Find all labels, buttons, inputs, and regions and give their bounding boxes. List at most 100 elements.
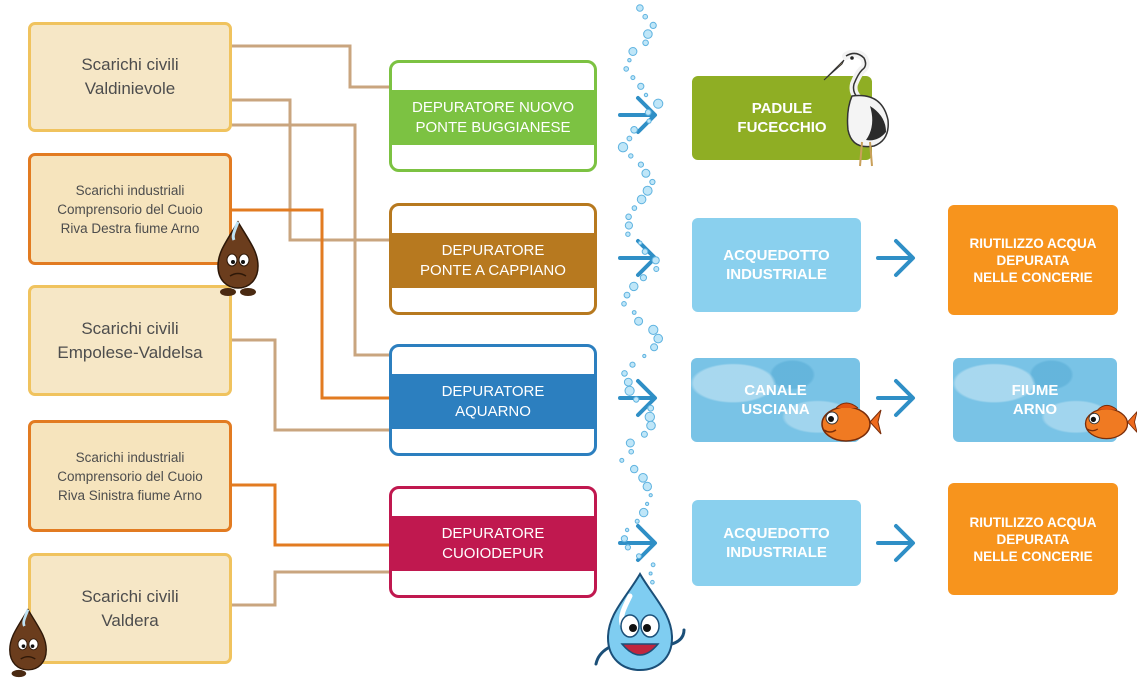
water-bubble-icon <box>624 527 630 533</box>
water-bubble-icon <box>646 420 656 431</box>
source-text-line: Scarichi civili <box>81 586 179 606</box>
source-text-line: Empolese-Valdelsa <box>57 342 203 362</box>
water-bubble-icon <box>619 457 625 463</box>
water-bubble-icon <box>637 82 645 90</box>
water-bubble-icon <box>648 493 653 498</box>
water-bubble-icon <box>650 343 659 352</box>
chevron-right-arrow-icon <box>876 239 915 277</box>
depuratore-text-line: PONTE A CAPPIANO <box>420 261 566 279</box>
water-bubble-icon <box>630 126 638 134</box>
final-fiume-arno: FIUME ARNO <box>953 358 1117 442</box>
chevron-right-arrow-icon <box>618 524 657 562</box>
water-bubble-icon <box>623 66 630 72</box>
depuratore-ponte-a-cappiano: DEPURATORE PONTE A CAPPIANO <box>389 203 597 315</box>
water-bubble-icon <box>640 430 648 438</box>
water-bubble-icon <box>623 377 633 387</box>
chevron-right-arrow-icon <box>618 239 657 277</box>
source-text-line: Riva Sinistra fiume Arno <box>57 487 203 503</box>
civil-link-line <box>232 44 391 89</box>
dest-text-line: INDUSTRIALE <box>726 266 827 283</box>
water-bubble-icon <box>625 438 635 448</box>
final-text-line: RIUTILIZZO ACQUA <box>969 514 1097 530</box>
water-bubble-icon <box>641 168 651 178</box>
water-bubble-icon <box>643 29 653 39</box>
water-bubble-icon <box>627 58 632 63</box>
water-bubble-icon <box>631 205 638 211</box>
water-bubble-icon <box>628 448 635 455</box>
water-bubble-icon <box>644 411 655 423</box>
dest-text-line: ACQUEDOTTO <box>723 525 830 542</box>
water-bubble-icon <box>623 291 631 299</box>
water-bubble-icon <box>637 240 643 246</box>
dest-text-line: CANALE <box>744 382 807 399</box>
final-riutilizzo-acqua-2: RIUTILIZZO ACQUA DEPURATA NELLE CONCERIE <box>948 483 1118 595</box>
orange-fish-icon <box>1084 404 1137 440</box>
water-bubble-icon <box>637 161 645 168</box>
source-industriali-riva-destra: Scarichi industriali Comprensorio del Cu… <box>28 153 232 265</box>
brown-drop-mascot-icon <box>9 608 47 678</box>
water-bubble-icon <box>629 361 636 368</box>
source-industriali-riva-sinistra: Scarichi industriali Comprensorio del Cu… <box>28 420 232 532</box>
water-bubble-icon <box>634 518 640 524</box>
water-bubble-icon <box>634 316 644 326</box>
water-bubble-icon <box>630 464 639 474</box>
brown-drop-mascot-icon <box>217 220 259 296</box>
water-bubble-icon <box>624 544 632 551</box>
water-bubble-icon <box>639 274 648 282</box>
final-text-line: ARNO <box>1012 401 1058 418</box>
water-bubble-icon <box>649 178 656 186</box>
water-bubble-icon <box>625 213 632 221</box>
water-bubble-icon <box>642 185 653 196</box>
final-text-line: NELLE CONCERIE <box>973 269 1093 285</box>
water-bubble-icon <box>621 301 627 307</box>
dest-text-line: PADULE <box>751 100 813 117</box>
water-bubble-icon <box>626 135 633 142</box>
dest-text-line: USCIANA <box>741 401 810 418</box>
dest-padule-fucecchio: PADULE FUCECCHIO <box>692 76 872 160</box>
water-bubble-icon <box>639 507 649 518</box>
water-bubble-icon <box>643 92 649 98</box>
water-bubble-icon <box>624 221 634 230</box>
dest-text-line: INDUSTRIALE <box>726 544 827 561</box>
civil-link-line <box>232 570 391 607</box>
final-text-line: RIUTILIZZO ACQUA <box>969 235 1097 251</box>
source-civili-valdinievole: Scarichi civili Valdinievole <box>28 22 232 132</box>
final-text-line: FIUME <box>1011 382 1059 399</box>
source-text-line: Valdinievole <box>84 79 176 98</box>
source-text-line: Scarichi industriali <box>75 449 185 465</box>
civil-link-line <box>232 123 391 357</box>
civil-link-line <box>232 98 391 242</box>
water-bubble-icon <box>636 194 647 205</box>
dest-acquedotto-industriale-2: ACQUEDOTTO INDUSTRIALE <box>692 500 861 586</box>
water-bubble-icon <box>638 473 648 483</box>
water-bubble-icon <box>653 333 664 344</box>
water-bubble-icon <box>645 501 650 506</box>
final-riutilizzo-acqua-1: RIUTILIZZO ACQUA DEPURATA NELLE CONCERIE <box>948 205 1118 315</box>
water-bubble-icon <box>642 353 647 359</box>
civil-link-line <box>232 338 391 432</box>
depuratore-text-line: PONTE BUGGIANESE <box>415 118 571 136</box>
source-civili-empolese-valdelsa: Scarichi civili Empolese-Valdelsa <box>28 285 232 396</box>
water-bubble-icon <box>647 404 655 412</box>
water-bubble-icon <box>625 231 631 237</box>
water-bubble-icon <box>653 266 660 272</box>
water-bubble-icon <box>642 481 652 492</box>
water-bubble-icon <box>649 21 657 29</box>
source-text-line: Scarichi civili <box>81 318 179 338</box>
source-text-line: Comprensorio del Cuoio <box>57 468 203 484</box>
water-bubble-icon <box>621 370 628 377</box>
water-bubble-icon <box>646 118 652 124</box>
water-bubble-icon <box>620 535 629 543</box>
water-bubble-icon <box>648 571 653 576</box>
water-bubble-icon <box>641 248 649 255</box>
depuratore-cuoiodepur: DEPURATORE CUOIODEPUR <box>389 486 597 598</box>
water-bubble-icon <box>624 385 635 396</box>
depuratore-text-line: CUOIODEPUR <box>442 544 544 562</box>
water-bubble-icon <box>636 4 644 12</box>
dest-text-line: ACQUEDOTTO <box>723 247 830 264</box>
industrial-link-line <box>232 208 391 400</box>
water-bubble-icon <box>653 98 664 109</box>
industrial-link-line <box>232 483 391 547</box>
source-text-line: Valdera <box>101 610 159 630</box>
water-bubble-icon <box>631 310 637 315</box>
